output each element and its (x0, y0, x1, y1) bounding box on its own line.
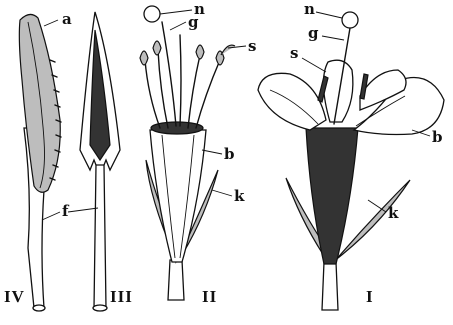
stigma-ii (144, 6, 160, 22)
label-i-n: n (304, 0, 315, 18)
leader-iv-f (42, 212, 60, 220)
style-ii-b (180, 35, 181, 126)
filament-iv-cut (33, 305, 45, 311)
figure-i-whole-flower (258, 12, 444, 310)
anthers-ii (140, 41, 224, 65)
leader-i-s (302, 58, 326, 72)
leader-i-k (368, 200, 386, 212)
stigma-i (342, 12, 358, 28)
stamen-filaments-ii (145, 50, 220, 128)
petal-i-back (323, 60, 352, 122)
label-ii-s: s (248, 37, 256, 55)
leader-iv-a (44, 20, 58, 26)
label-i-k: k (388, 204, 399, 222)
leader-ii-b (202, 150, 222, 154)
filament-iii-cut (93, 305, 107, 311)
label-iv-a: a (62, 10, 72, 28)
leader-iii-f (68, 208, 98, 212)
figure-iii-stamen-front (80, 12, 120, 311)
numeral-ii: II (202, 287, 217, 306)
leader-i-g (322, 36, 344, 40)
stalk-i (322, 262, 338, 310)
figure-iv-stamen-side (19, 14, 61, 311)
anther-ii-s (221, 45, 235, 55)
numeral-iv: IV (4, 287, 25, 306)
label-ii-k: k (234, 187, 245, 205)
filament-iii (94, 165, 106, 308)
leader-i-n (316, 12, 342, 18)
label-iv-f: f (62, 202, 70, 220)
label-i-s: s (290, 44, 298, 62)
label-i-b: b (432, 128, 443, 146)
label-i-g: g (308, 24, 319, 42)
label-ii-g: g (188, 13, 199, 31)
leader-ii-g (170, 22, 186, 30)
stalk-ii (168, 260, 184, 300)
label-ii-b: b (224, 145, 235, 163)
leader-ii-k (212, 190, 232, 196)
numeral-iii: III (110, 287, 133, 306)
numeral-i: I (366, 287, 374, 306)
perianth-ii (150, 130, 206, 262)
